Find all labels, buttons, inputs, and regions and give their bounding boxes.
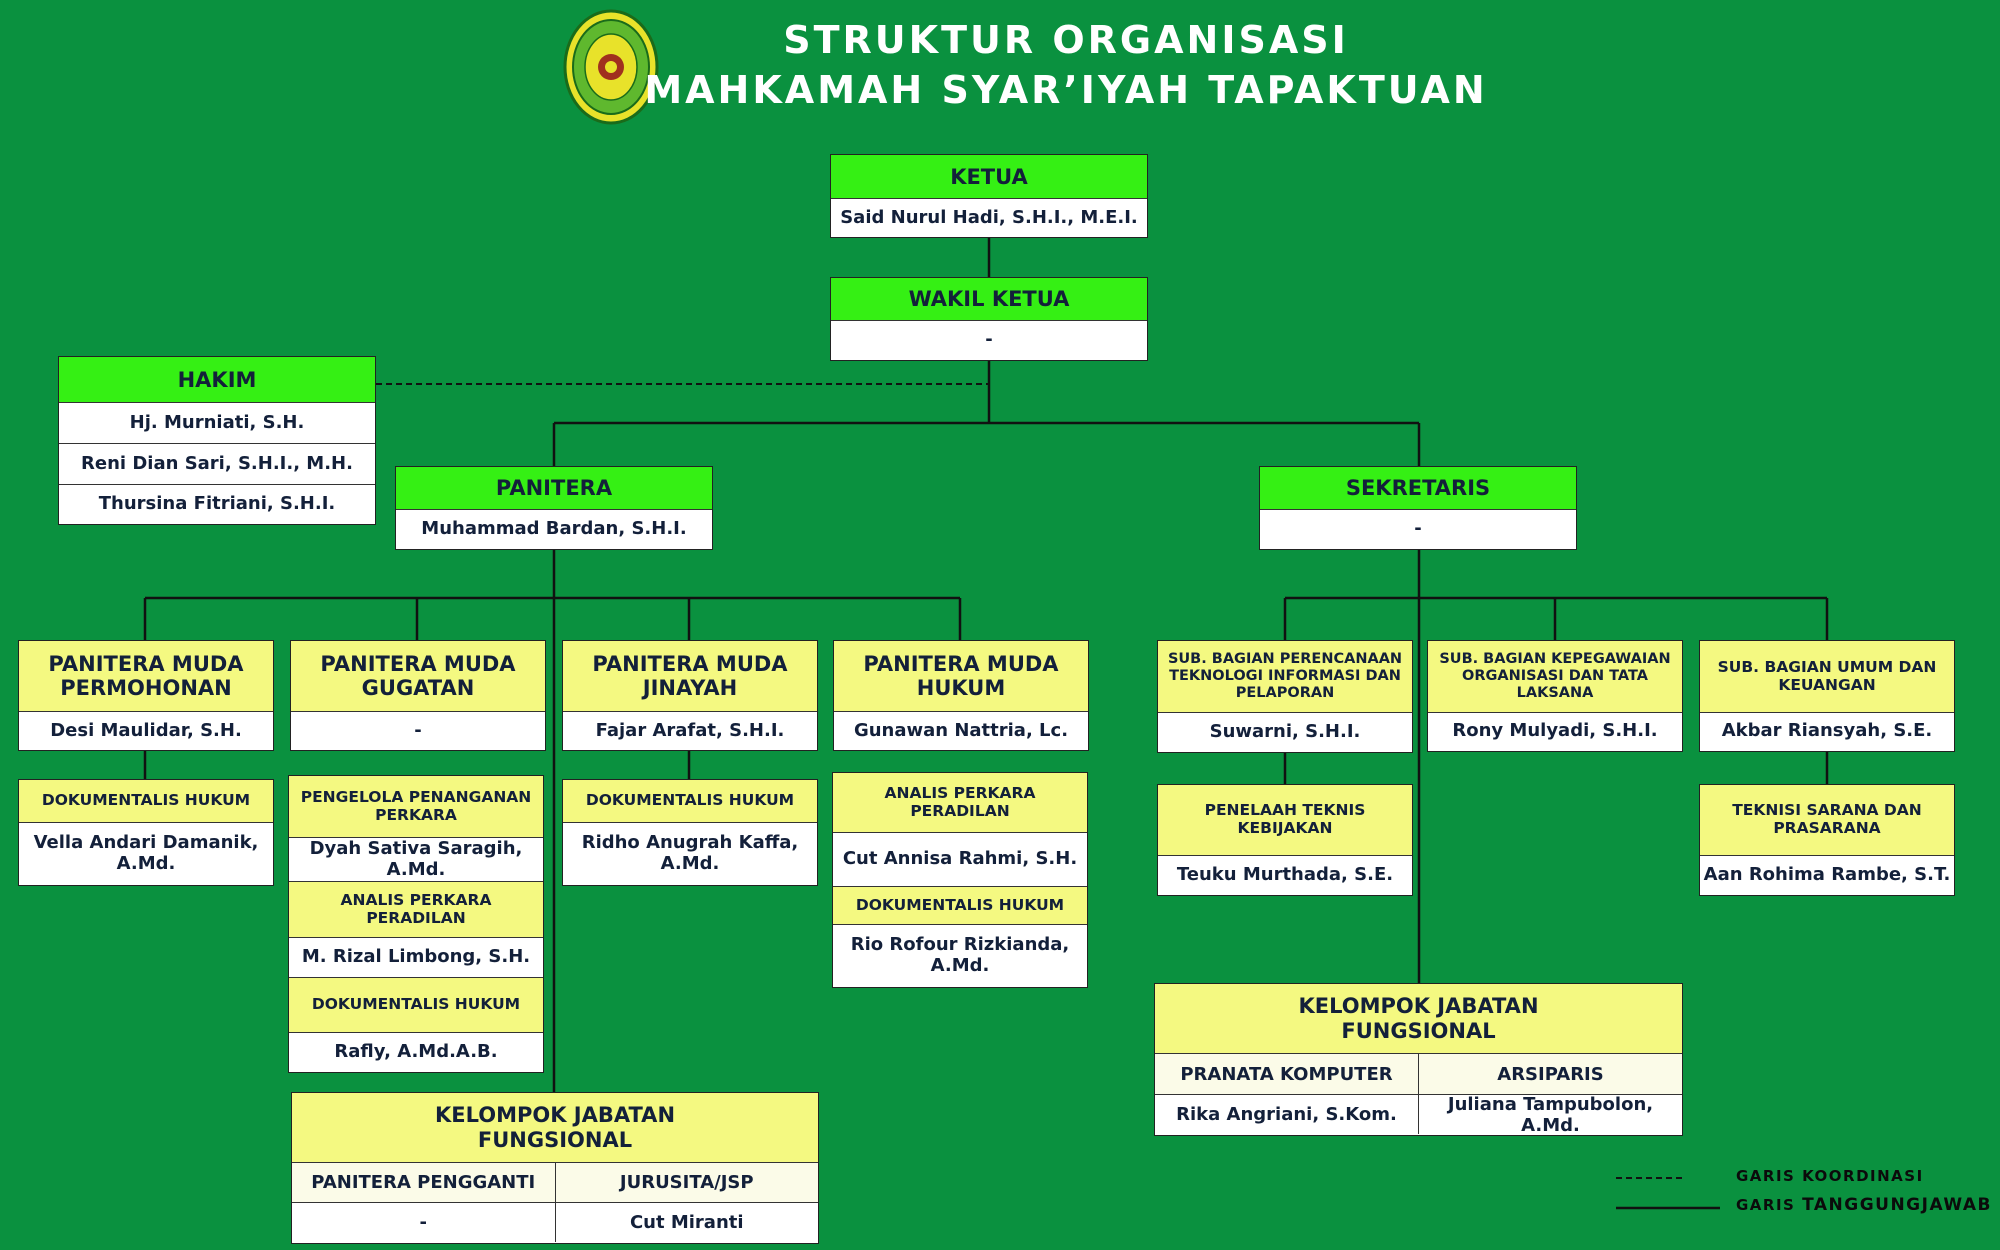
analis-name: Cut Annisa Rahmi, S.H. xyxy=(833,833,1087,887)
kjf-right-value-row: Rika Angriani, S.Kom. Juliana Tampubolon… xyxy=(1155,1094,1682,1136)
panitera-name: Muhammad Bardan, S.H.I. xyxy=(396,510,712,549)
page-title-line2: MAHKAMAH SYAR’IYAH TAPAKTUAN xyxy=(644,68,1488,112)
sekretaris-box: SEKRETARIS - xyxy=(1259,466,1577,550)
sub-bagian-kepegawaian-box: SUB. BAGIAN KEPEGAWAIAN ORGANISASI DAN T… xyxy=(1427,640,1683,752)
kjf-left-value-row: - Cut Miranti xyxy=(292,1203,818,1242)
sub-umum-title: SUB. BAGIAN UMUM DAN KEUANGAN xyxy=(1700,641,1954,713)
kjf-left-col1: PANITERA PENGGANTI xyxy=(292,1163,556,1202)
panitera-box: PANITERA Muhammad Bardan, S.H.I. xyxy=(395,466,713,550)
dokumentalis-title: DOKUMENTALIS HUKUM xyxy=(833,887,1087,925)
page-title-line1: STRUKTUR ORGANISASI xyxy=(783,18,1349,62)
panitera-muda-permohonan-box: PANITERA MUDA PERMOHONAN Desi Maulidar, … xyxy=(18,640,274,751)
pm-permohonan-title: PANITERA MUDA PERMOHONAN xyxy=(19,641,273,712)
sekretaris-name: - xyxy=(1260,510,1576,549)
kjf-left-val2: Cut Miranti xyxy=(555,1203,818,1242)
wakil-ketua-title: WAKIL KETUA xyxy=(831,278,1147,321)
kjf-right-val1: Rika Angriani, S.Kom. xyxy=(1155,1095,1419,1134)
kelompok-jabatan-fungsional-right-box: KELOMPOK JABATAN FUNGSIONAL PRANATA KOMP… xyxy=(1154,983,1683,1136)
teknisi-title: TEKNISI SARANA DAN PRASARANA xyxy=(1700,785,1954,856)
sekretaris-title: SEKRETARIS xyxy=(1260,467,1576,510)
mahkamah-syariyah-seal-icon xyxy=(563,9,659,125)
gugatan-staff-box: PENGELOLA PENANGANAN PERKARA Dyah Sativa… xyxy=(288,775,544,1073)
penelaah-title: PENELAAH TEKNIS KEBIJAKAN xyxy=(1158,785,1412,856)
dokumentalis-permohonan-box: DOKUMENTALIS HUKUM Vella Andari Damanik,… xyxy=(18,779,274,886)
hukum-staff-box: ANALIS PERKARA PERADILAN Cut Annisa Rahm… xyxy=(832,772,1088,988)
kjf-right-val2: Juliana Tampubolon, A.Md. xyxy=(1419,1094,1682,1136)
dokumentalis-title: DOKUMENTALIS HUKUM xyxy=(563,780,817,823)
hakim-member: Hj. Murniati, S.H. xyxy=(59,403,375,444)
kjf-right-col1: PRANATA KOMPUTER xyxy=(1155,1054,1419,1094)
pm-permohonan-name: Desi Maulidar, S.H. xyxy=(19,712,273,750)
penelaah-name: Teuku Murthada, S.E. xyxy=(1158,856,1412,894)
pm-hukum-title: PANITERA MUDA HUKUM xyxy=(834,641,1088,712)
hakim-title: HAKIM xyxy=(59,357,375,403)
dokumentalis-title: DOKUMENTALIS HUKUM xyxy=(19,780,273,823)
sub-kepegawaian-name: Rony Mulyadi, S.H.I. xyxy=(1428,713,1682,750)
hakim-box: HAKIM Hj. Murniati, S.H. Reni Dian Sari,… xyxy=(58,356,376,525)
teknisi-sarana-box: TEKNISI SARANA DAN PRASARANA Aan Rohima … xyxy=(1699,784,1955,896)
kjf-right-title: KELOMPOK JABATAN FUNGSIONAL xyxy=(1155,984,1682,1054)
hakim-member: Thursina Fitriani, S.H.I. xyxy=(59,485,375,523)
analis-name: M. Rizal Limbong, S.H. xyxy=(289,938,543,978)
sub-bagian-perencanaan-box: SUB. BAGIAN PERENCANAAN TEKNOLOGI INFORM… xyxy=(1157,640,1413,753)
analis-title: ANALIS PERKARA PERADILAN xyxy=(833,773,1087,833)
panitera-title: PANITERA xyxy=(396,467,712,510)
pengelola-name: Dyah Sativa Saragih, A.Md. xyxy=(289,838,543,882)
kjf-left-col2: JURUSITA/JSP xyxy=(555,1163,818,1202)
dokumentalis-name: Rio Rofour Rizkianda, A.Md. xyxy=(833,925,1087,987)
dokumentalis-name: Rafly, A.Md.A.B. xyxy=(289,1033,543,1072)
pm-hukum-name: Gunawan Nattria, Lc. xyxy=(834,712,1088,750)
pengelola-title: PENGELOLA PENANGANAN PERKARA xyxy=(289,776,543,838)
sub-kepegawaian-title: SUB. BAGIAN KEPEGAWAIAN ORGANISASI DAN T… xyxy=(1428,641,1682,713)
ketua-title: KETUA xyxy=(831,155,1147,199)
wakil-ketua-name: - xyxy=(831,321,1147,360)
ketua-name: Said Nurul Hadi, S.H.I., M.E.I. xyxy=(831,199,1147,237)
legend-tanggungjawab: GARIS TANGGUNGJAWAB xyxy=(1736,1195,1992,1215)
panitera-muda-gugatan-box: PANITERA MUDA GUGATAN - xyxy=(290,640,546,751)
legend-koordinasi: GARIS KOORDINASI xyxy=(1736,1167,1924,1185)
teknisi-name: Aan Rohima Rambe, S.T. xyxy=(1700,856,1954,894)
kjf-right-header-row: PRANATA KOMPUTER ARSIPARIS xyxy=(1155,1054,1682,1095)
pm-jinayah-name: Fajar Arafat, S.H.I. xyxy=(563,712,817,750)
kjf-left-val1: - xyxy=(292,1203,556,1242)
sub-perencanaan-title: SUB. BAGIAN PERENCANAAN TEKNOLOGI INFORM… xyxy=(1158,641,1412,713)
kjf-left-title: KELOMPOK JABATAN FUNGSIONAL xyxy=(292,1093,818,1163)
hakim-member: Reni Dian Sari, S.H.I., M.H. xyxy=(59,444,375,485)
sub-bagian-umum-box: SUB. BAGIAN UMUM DAN KEUANGAN Akbar Rian… xyxy=(1699,640,1955,752)
pm-gugatan-title: PANITERA MUDA GUGATAN xyxy=(291,641,545,712)
panitera-muda-jinayah-box: PANITERA MUDA JINAYAH Fajar Arafat, S.H.… xyxy=(562,640,818,751)
ketua-box: KETUA Said Nurul Hadi, S.H.I., M.E.I. xyxy=(830,154,1148,238)
penelaah-teknis-box: PENELAAH TEKNIS KEBIJAKAN Teuku Murthada… xyxy=(1157,784,1413,896)
wakil-ketua-box: WAKIL KETUA - xyxy=(830,277,1148,361)
panitera-muda-hukum-box: PANITERA MUDA HUKUM Gunawan Nattria, Lc. xyxy=(833,640,1089,751)
dokumentalis-title: DOKUMENTALIS HUKUM xyxy=(289,978,543,1033)
kjf-right-col2: ARSIPARIS xyxy=(1419,1054,1682,1094)
pm-jinayah-title: PANITERA MUDA JINAYAH xyxy=(563,641,817,712)
sub-perencanaan-name: Suwarni, S.H.I. xyxy=(1158,713,1412,751)
dokumentalis-name: Vella Andari Damanik, A.Md. xyxy=(19,823,273,885)
analis-title: ANALIS PERKARA PERADILAN xyxy=(289,882,543,938)
dokumentalis-name: Ridho Anugrah Kaffa, A.Md. xyxy=(563,823,817,885)
kelompok-jabatan-fungsional-left-box: KELOMPOK JABATAN FUNGSIONAL PANITERA PEN… xyxy=(291,1092,819,1244)
sub-umum-name: Akbar Riansyah, S.E. xyxy=(1700,713,1954,750)
kjf-left-header-row: PANITERA PENGGANTI JURUSITA/JSP xyxy=(292,1163,818,1203)
dokumentalis-jinayah-box: DOKUMENTALIS HUKUM Ridho Anugrah Kaffa, … xyxy=(562,779,818,886)
pm-gugatan-name: - xyxy=(291,712,545,750)
